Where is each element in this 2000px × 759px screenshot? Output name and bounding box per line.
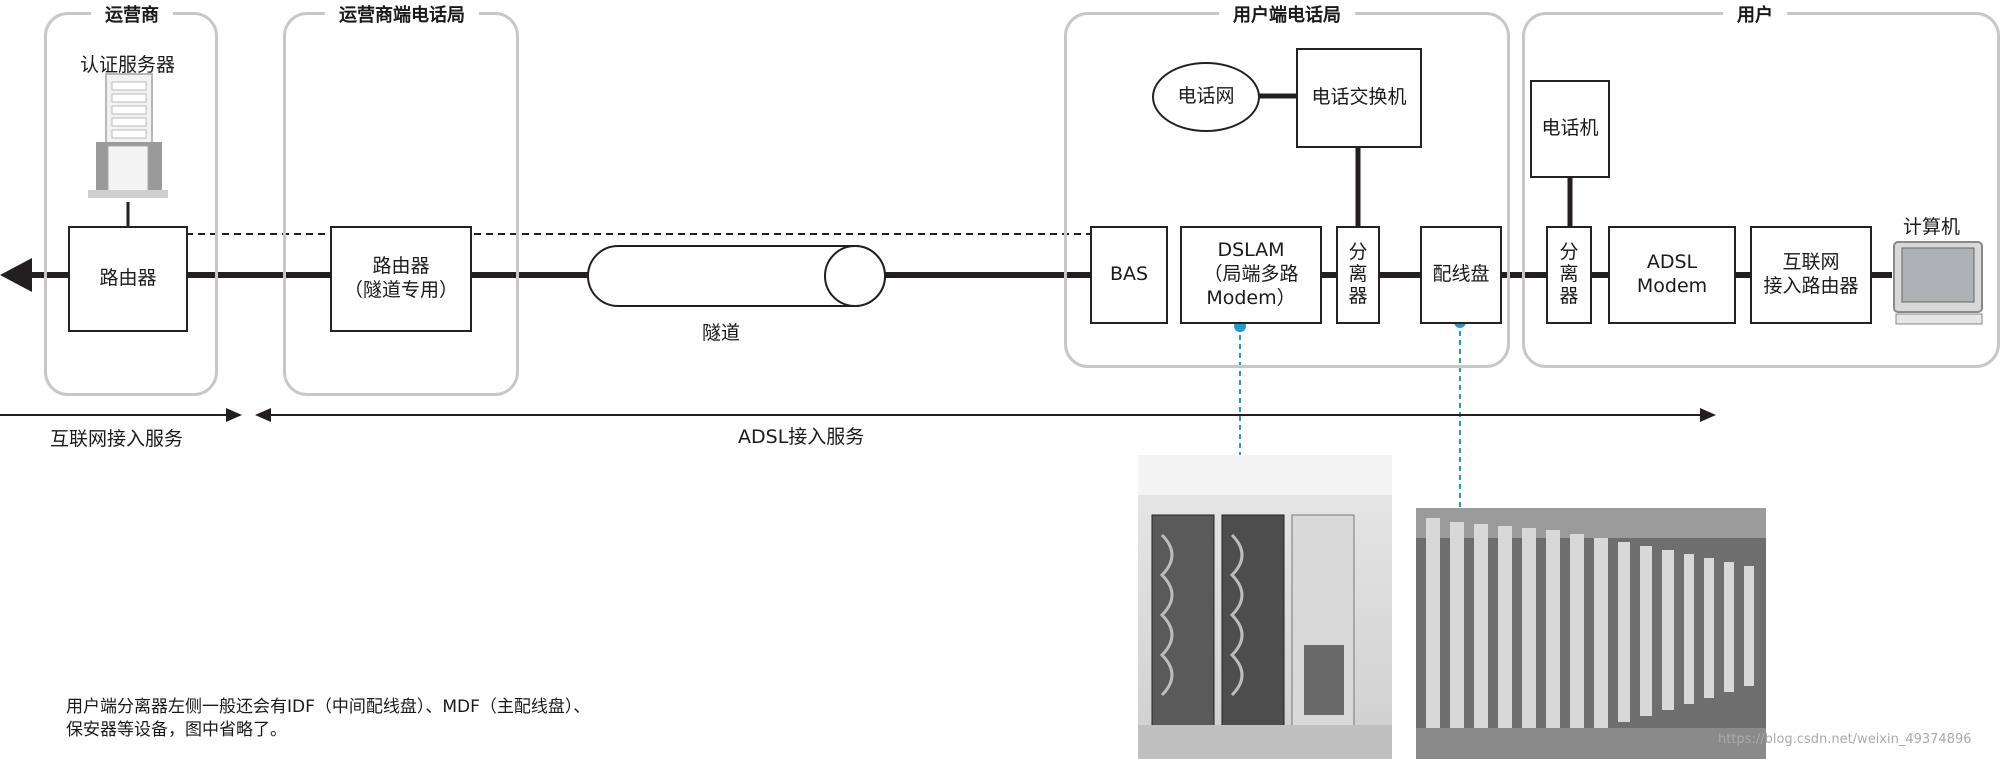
- dslam-photo: [1138, 455, 1392, 759]
- router2-box: 路由器 （隧道专用）: [330, 226, 472, 332]
- phone-box: 电话机: [1530, 80, 1610, 178]
- splitter-user-box: 分 离 器: [1546, 226, 1592, 324]
- adsl-access-label: ADSL接入服务: [738, 426, 865, 448]
- group-user-office-title: 用户端电话局: [1219, 1, 1355, 27]
- group-operator: 运营商: [44, 1, 218, 396]
- bas-box: BAS: [1090, 226, 1168, 324]
- mdf-box: 配线盘: [1420, 226, 1502, 324]
- phone-switch-box: 电话交换机: [1296, 48, 1422, 148]
- computer-icon: [1893, 241, 1983, 325]
- group-operator-office-title: 运营商端电话局: [325, 1, 479, 27]
- server-icon: [88, 73, 168, 198]
- group-user: 用户: [1522, 1, 2000, 368]
- arrow-head-left: [0, 258, 32, 292]
- auth-server-label: 认证服务器: [80, 54, 176, 76]
- watermark: https://blog.csdn.net/weixin_49374896: [1718, 732, 1972, 747]
- mdf-photo: [1416, 508, 1766, 759]
- group-operator-title: 运营商: [91, 1, 173, 27]
- group-operator-office: 运营商端电话局: [283, 1, 519, 396]
- tunnel-label: 隧道: [702, 322, 741, 344]
- dslam-box: DSLAM （局端多路 Modem）: [1180, 226, 1322, 324]
- internet-access-label: 互联网接入服务: [50, 428, 184, 450]
- group-user-office: 用户端电话局: [1064, 1, 1510, 368]
- adsl-modem-box: ADSL Modem: [1608, 226, 1736, 324]
- phone-network-ellipse: 电话网: [1152, 62, 1260, 132]
- footnote: 用户端分离器左侧一般还会有IDF（中间配线盘）、MDF（主配线盘）、 保安器等设…: [66, 697, 591, 740]
- tunnel-cylinder: [587, 245, 886, 307]
- internet-router-box: 互联网 接入路由器: [1750, 226, 1872, 324]
- splitter-office-box: 分 离 器: [1336, 226, 1380, 324]
- group-user-title: 用户: [1723, 1, 1787, 27]
- computer-label: 计算机: [1903, 216, 1961, 238]
- router1-box: 路由器: [68, 226, 188, 332]
